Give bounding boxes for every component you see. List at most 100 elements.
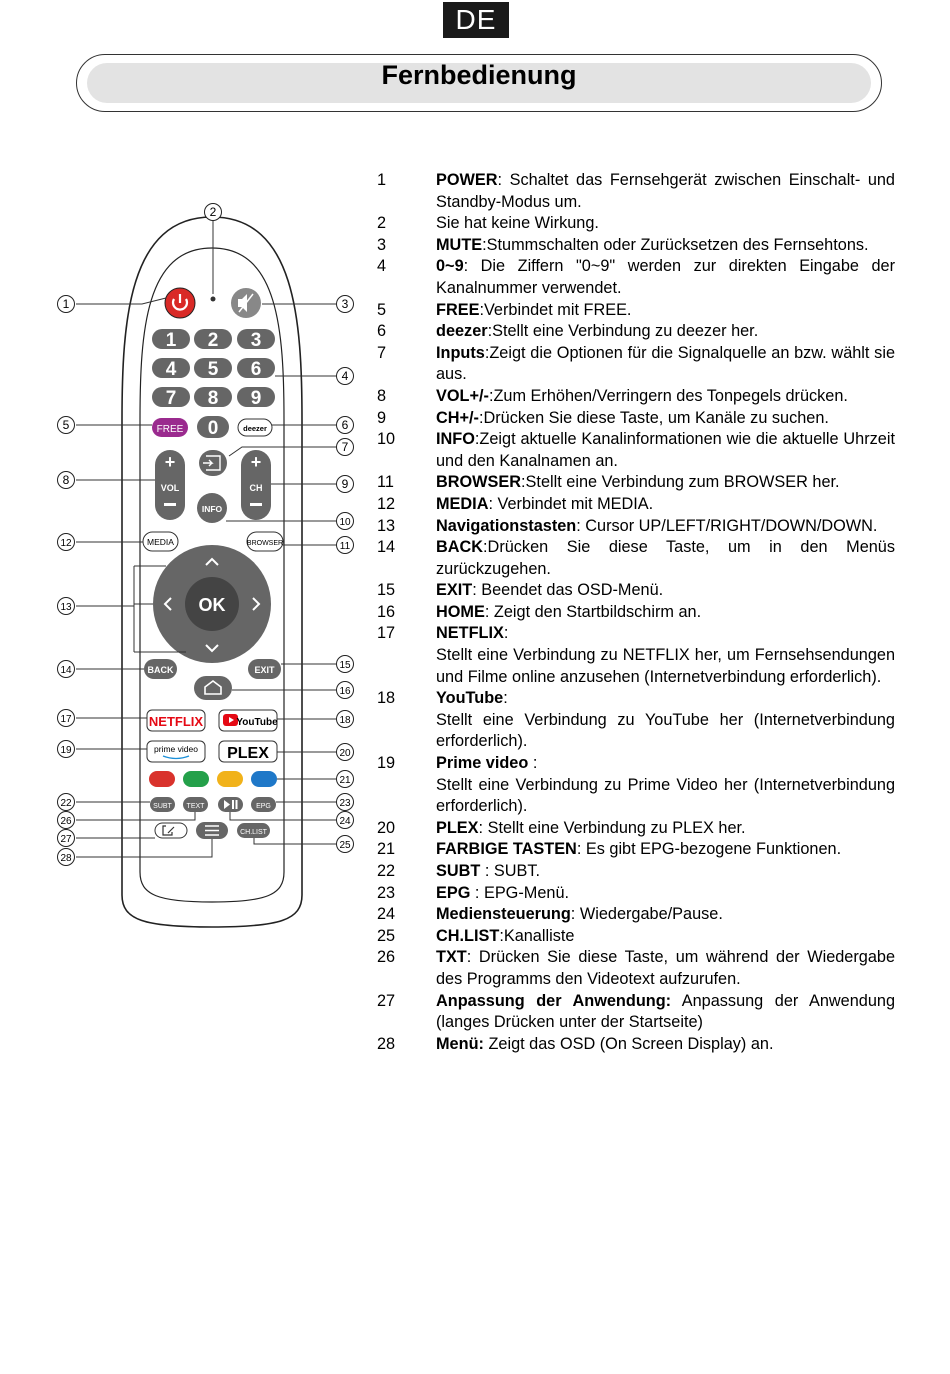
item-description: :Drücken Sie diese Taste, um in den Menü…: [436, 538, 895, 578]
digit-9: 9: [251, 388, 262, 409]
item-description: :Zeigt aktuelle Kanalinformationen wie d…: [436, 430, 895, 470]
item-number: 12: [377, 494, 396, 513]
callout-circle: [57, 848, 75, 866]
youtube-label: YouTube: [236, 717, 278, 728]
item-term: MUTE: [436, 235, 483, 254]
item-text: Anpassung der Anwendung: Anpassung der A…: [436, 991, 895, 1034]
item-number: 7: [377, 343, 387, 362]
exit-label: EXIT: [254, 665, 275, 675]
yellow-button: [217, 771, 243, 787]
item-text: CH.LIST:Kanalliste: [436, 926, 895, 948]
item-term: NETFLIX: [436, 624, 504, 643]
item-number: 16: [377, 602, 396, 621]
callout-number: 7: [342, 440, 349, 454]
callout-number: 13: [60, 602, 72, 613]
media-label: MEDIA: [147, 537, 174, 547]
vol-rocker: [155, 450, 185, 520]
callout-circle: [57, 533, 75, 551]
digit-3: 3: [251, 330, 262, 351]
vol-label: VOL: [161, 483, 180, 493]
item-text: NETFLIX:Stellt eine Verbindung zu NETFLI…: [436, 623, 895, 688]
input-icon: [203, 455, 221, 471]
plex-label: PLEX: [227, 745, 269, 762]
item-description: : Schaltet das Fernsehgerät zwischen Ein…: [436, 171, 895, 211]
mute-icon: [238, 294, 247, 312]
callout-circle: [57, 295, 75, 313]
callout-number: 14: [60, 665, 72, 676]
callout-circle: [336, 743, 354, 761]
browser-label: BROWSER: [247, 540, 283, 547]
prime-smile-icon: [162, 755, 190, 760]
item-text: EXIT: Beendet das OSD-Menü.: [436, 580, 895, 602]
item-number: 11: [377, 473, 394, 492]
item-text: 0~9: Die Ziffern "0~9" werden zur direkt…: [436, 256, 895, 299]
item-description: :: [528, 754, 538, 773]
info-button: [197, 493, 227, 523]
item-term: Anpassung der Anwendung:: [436, 991, 672, 1010]
item-number: 18: [377, 689, 396, 708]
item-term: VOL+/-: [436, 386, 489, 405]
item-number: 26: [377, 948, 396, 967]
callout-number: 9: [342, 477, 349, 491]
item-term: Menü:: [436, 1034, 484, 1053]
green-button: [183, 771, 209, 787]
item-number: 6: [377, 322, 387, 341]
item-description: :Stummschalten oder Zurücksetzen des Fer…: [482, 235, 869, 254]
callout-circle: [336, 770, 354, 788]
item-description: : Stellt eine Verbindung zu PLEX her.: [478, 818, 746, 837]
item-number: 27: [377, 991, 396, 1010]
item-text: FARBIGE TASTEN: Es gibt EPG-bezogene Fun…: [436, 839, 895, 861]
blue-button: [251, 771, 277, 787]
remote-body-inner: [139, 247, 285, 903]
item-number: 9: [377, 408, 387, 427]
item-text: Prime video :Stellt eine Verbindung zu P…: [436, 753, 895, 818]
epg-button: [251, 797, 276, 812]
item-number: 28: [377, 1034, 396, 1053]
text-button: [183, 797, 208, 812]
list-item: 11 BROWSER:Stellt eine Verbindung zum BRO…: [377, 472, 895, 494]
item-text: TXT: Drücken Sie diese Taste, um während…: [436, 947, 895, 990]
callout-circle: [336, 811, 354, 829]
item-text: Navigationstasten: Cursor UP/LEFT/RIGHT/…: [436, 516, 895, 538]
callout-number: 16: [339, 686, 351, 697]
deezer-button: [237, 418, 273, 437]
item-term: BACK: [436, 538, 484, 557]
item-term: POWER: [436, 171, 498, 189]
callout-circle: [336, 536, 354, 554]
item-description: :Zum Erhöhen/Verringern des Tonpegels dr…: [488, 386, 848, 405]
callout-circle: [336, 367, 354, 385]
item-term: HOME: [436, 602, 485, 621]
callout-number: 27: [60, 834, 72, 845]
item-text: FREE:Verbindet mit FREE.: [436, 300, 895, 322]
callout-circle: [57, 740, 75, 758]
item-text: BROWSER:Stellt eine Verbindung zum BROWS…: [436, 472, 895, 494]
callout-number: 2: [210, 205, 217, 219]
callout-number: 5: [63, 418, 70, 432]
back-button: [144, 659, 177, 679]
page-title: Fernbedienung: [381, 60, 577, 90]
item-term: Inputs: [436, 343, 485, 362]
item-subtext: Stellt eine Verbindung zu Prime Video he…: [436, 775, 895, 816]
digit-6: 6: [251, 359, 262, 380]
item-number: 10: [377, 430, 396, 449]
ch-label: CH: [250, 483, 263, 493]
digit-5: 5: [208, 359, 219, 380]
free-button: [152, 418, 188, 437]
callout-circle: [57, 811, 75, 829]
browser-button: [246, 531, 284, 552]
title-banner-fill: [87, 63, 871, 103]
deezer-label: deezer: [243, 424, 267, 433]
list-item: 27 Anpassung der Anwendung: Anpassung der…: [377, 991, 895, 1034]
item-description: : Verbindet mit MEDIA.: [488, 494, 654, 513]
